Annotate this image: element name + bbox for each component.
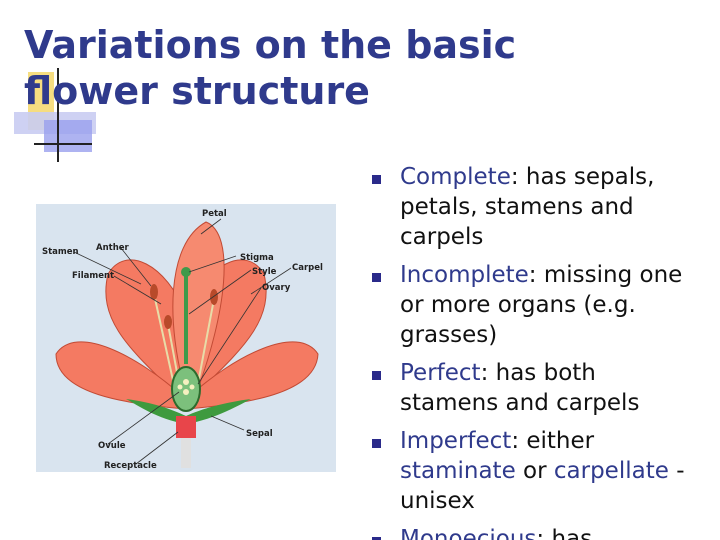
bullet-incomplete: Incomplete: missing one or more organs (… bbox=[370, 260, 700, 350]
label-style: Style bbox=[252, 267, 277, 277]
bullet-perfect: Perfect: has both stamens and carpels bbox=[370, 358, 700, 418]
bullet-text: : has bbox=[536, 526, 593, 540]
bullet-imperfect: Imperfect: either staminate or carpellat… bbox=[370, 426, 700, 516]
term-complete: Complete bbox=[400, 164, 511, 190]
term-carpellate: carpellate bbox=[553, 458, 669, 484]
label-ovule: Ovule bbox=[98, 441, 126, 451]
bullet-text: : has both stamens and carpels bbox=[400, 360, 640, 416]
bullet-text: - unisex bbox=[400, 458, 685, 514]
bullet-text: : has sepals, petals, stamens and carpel… bbox=[400, 164, 655, 250]
slide-title: Variations on the basic flower structure bbox=[24, 23, 517, 113]
flower-illustration: Petal Stamen Anther Filament Stigma Styl… bbox=[36, 204, 336, 472]
bullet-text: : either bbox=[511, 428, 595, 454]
label-sepal: Sepal bbox=[246, 429, 273, 439]
label-stamen: Stamen bbox=[42, 247, 79, 257]
term-incomplete: Incomplete bbox=[400, 262, 529, 288]
label-ovary: Ovary bbox=[262, 283, 291, 293]
label-carpel: Carpel bbox=[292, 263, 323, 273]
title-decoration bbox=[14, 68, 96, 162]
term-staminate: staminate bbox=[400, 458, 516, 484]
label-anther: Anther bbox=[96, 243, 130, 253]
term-monoecious: Monoecious bbox=[400, 526, 537, 540]
label-petal: Petal bbox=[202, 209, 227, 219]
bullet-monoecious: Monoecious: has bbox=[370, 524, 700, 540]
label-receptacle: Receptacle bbox=[104, 461, 157, 471]
bullet-text: or bbox=[515, 458, 554, 484]
term-imperfect: Imperfect bbox=[400, 428, 512, 454]
bullet-list: Complete: has sepals, petals, stamens an… bbox=[370, 162, 700, 540]
bullet-complete: Complete: has sepals, petals, stamens an… bbox=[370, 162, 700, 252]
bullet-text: : missing one or more organs (e.g. grass… bbox=[400, 262, 683, 348]
flower-diagram: Petal Stamen Anther Filament Stigma Styl… bbox=[36, 204, 336, 472]
label-stigma: Stigma bbox=[240, 253, 274, 263]
term-perfect: Perfect bbox=[400, 360, 481, 386]
label-filament: Filament bbox=[72, 271, 114, 281]
